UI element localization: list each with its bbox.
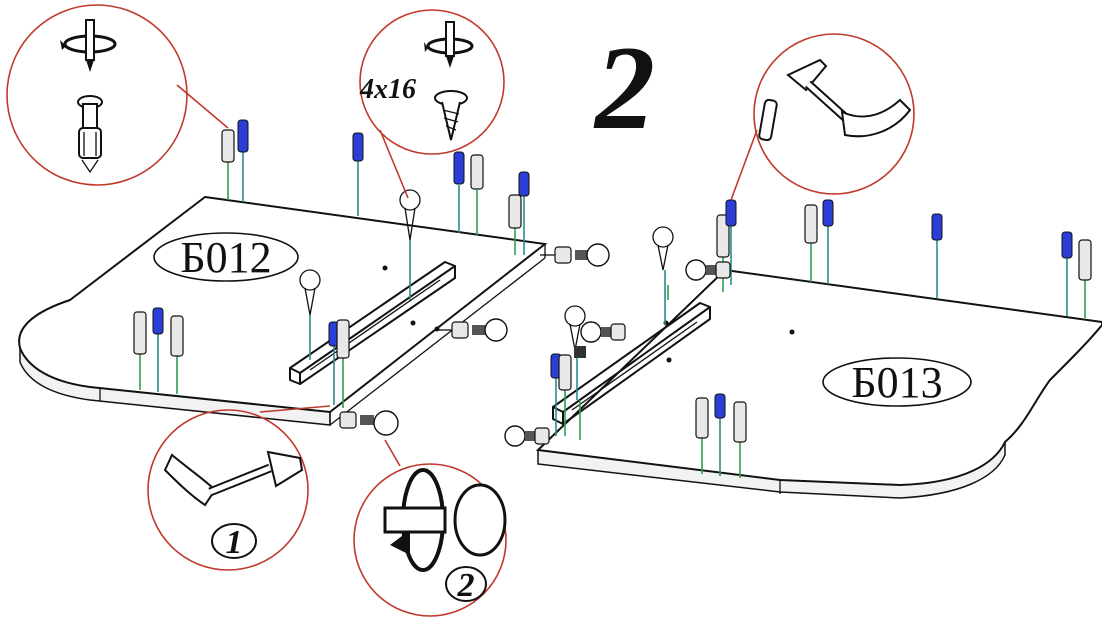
- hammer-order-number: 1: [226, 524, 243, 561]
- cam-bolt-icon: [77, 95, 103, 174]
- hammer-icon: [786, 58, 912, 138]
- step-number: 2: [593, 21, 655, 154]
- hammer-icon: [163, 450, 304, 507]
- panel-left: [18, 195, 548, 426]
- callout-cam-bolt: [6, 4, 229, 186]
- dowel-icon: [758, 98, 778, 142]
- screw-size-label: 4x16: [359, 74, 416, 105]
- panel-left-text: Б012: [180, 233, 271, 282]
- fittings-left: [133, 119, 610, 436]
- callout-wood-screw: 4x16: [359, 9, 505, 199]
- panel-label-left: Б012: [153, 232, 299, 282]
- callout-hammer-step: 1: [147, 405, 331, 571]
- screw-icon: [434, 90, 468, 141]
- panel-right: [535, 268, 1102, 499]
- turn-order-number: 2: [457, 567, 475, 604]
- screwdriver-rotate-icon: [60, 19, 117, 72]
- callout-cam-turn: 2: [353, 439, 507, 617]
- panel-right-text: Б013: [851, 358, 942, 407]
- fittings-right: [504, 199, 1092, 478]
- panel-label-right: Б013: [822, 357, 972, 407]
- cam-lock-icon: [383, 468, 507, 572]
- callout-hammer-dowel: [730, 33, 915, 201]
- screwdriver-rotate-icon: [424, 21, 474, 68]
